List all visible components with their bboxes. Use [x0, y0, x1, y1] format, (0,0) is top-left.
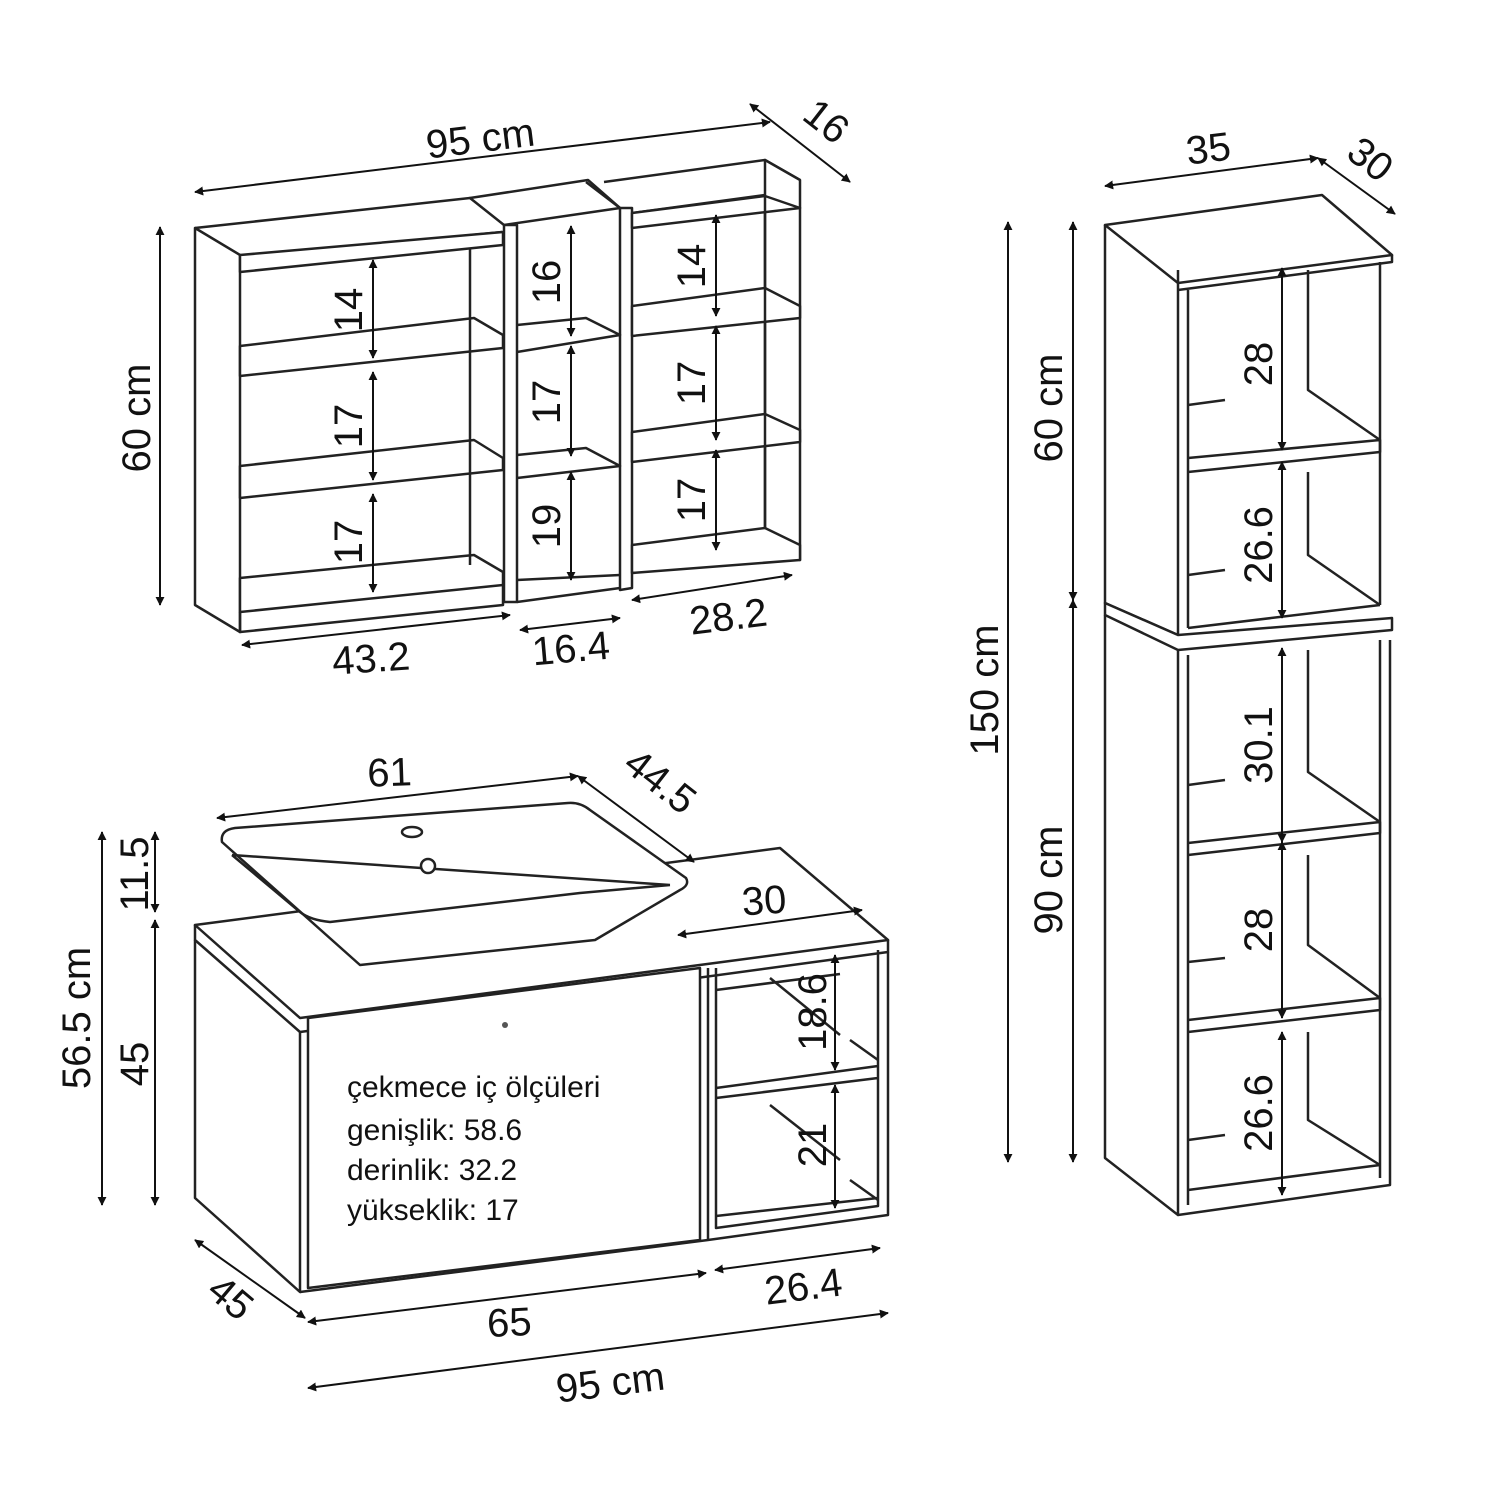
dim-vanity-total-width — [307, 1309, 889, 1392]
label-mirror-depth: 16 — [795, 91, 857, 153]
label-mirror-height: 60 cm — [115, 364, 159, 473]
label-tall-upper-2: 26.6 — [1237, 506, 1281, 584]
mirror-middle-left-panel — [502, 223, 519, 604]
mirror-labels: 95 cm 16 60 cm 14 17 17 16 17 19 14 17 1… — [115, 91, 857, 684]
drawer-knob — [502, 1022, 508, 1028]
tall-cabinet — [1103, 193, 1394, 1217]
tall-middle-plate — [1103, 601, 1394, 652]
basin-drain — [419, 857, 437, 875]
dim-mirror-width — [194, 118, 771, 196]
mirror-middle-right-panel — [585, 181, 634, 592]
mirror-middle-top — [468, 178, 622, 227]
label-mirror-middle-3: 19 — [525, 504, 569, 549]
label-side-shelf-depth: 30 — [740, 878, 787, 925]
label-mirror-right-2: 17 — [670, 361, 714, 406]
label-tall-lower-height: 90 cm — [1027, 826, 1071, 935]
vanity-side-compartment — [706, 950, 880, 1240]
mirror-right-shelf-1 — [630, 194, 802, 230]
tall-cabinet-labels: 35 30 150 cm 60 cm 90 cm 28 26.6 30.1 28… — [963, 125, 1401, 1152]
vanity-body-outline — [299, 952, 890, 1294]
label-side-shelf-2: 21 — [791, 1123, 835, 1168]
basin-tap-hole — [400, 825, 424, 839]
label-mirror-left-1: 14 — [327, 288, 371, 333]
basin-inner — [231, 853, 671, 924]
mirror-right-panel — [763, 158, 802, 562]
label-mirror-bottom-middle: 16.4 — [530, 624, 611, 675]
label-mirror-left-2: 17 — [327, 404, 371, 449]
label-mirror-right-1: 14 — [670, 244, 714, 289]
label-tall-width: 35 — [1184, 125, 1234, 174]
mirror-cabinet — [193, 158, 802, 634]
drawer-note-title: çekmece iç ölçüleri — [347, 1071, 600, 1104]
dim-mirror-bottom-middle — [519, 614, 621, 634]
tall-upper-shelves — [1187, 270, 1382, 607]
label-mirror-right-3: 17 — [670, 478, 714, 523]
label-tall-upper-height: 60 cm — [1027, 354, 1071, 463]
tall-lower-shelves — [1187, 650, 1382, 1192]
dim-tall-depth — [1317, 157, 1396, 215]
drawer-note-depth: derinlik: 32.2 — [347, 1154, 517, 1187]
label-tall-upper-1: 28 — [1237, 342, 1281, 387]
tall-cabinet-dimension-lines — [1003, 154, 1396, 1196]
mirror-dimension-lines — [155, 103, 851, 649]
label-tall-lower-2: 28 — [1237, 908, 1281, 953]
tall-upper-top-edge — [1176, 255, 1394, 292]
label-tall-lower-3: 26.6 — [1237, 1074, 1281, 1152]
tall-lower-body — [1103, 615, 1392, 1217]
label-mirror-left-3: 17 — [327, 520, 371, 565]
drawer-note-width: genişlik: 58.6 — [347, 1114, 522, 1147]
label-mirror-bottom-right: 28.2 — [687, 591, 770, 644]
mirror-left-shelf-1 — [238, 230, 505, 274]
vanity-dimension-lines — [97, 772, 889, 1392]
label-tall-lower-1: 30.1 — [1237, 706, 1281, 784]
dim-basin-depth — [577, 775, 695, 863]
label-vanity-body-height: 45 — [113, 1042, 157, 1087]
label-mirror-bottom-left: 43.2 — [331, 634, 412, 683]
label-tall-total-height: 150 cm — [963, 624, 1007, 755]
dim-mirror-depth — [749, 103, 851, 183]
vanity-side-diagonals — [769, 977, 879, 1202]
label-mirror-middle-1: 16 — [525, 260, 569, 305]
vanity-unit — [193, 801, 890, 1294]
label-drawer-width: 65 — [486, 1300, 533, 1346]
mirror-left-shelf-3 — [238, 438, 505, 500]
label-side-width: 26.4 — [762, 1261, 845, 1314]
label-tall-depth: 30 — [1339, 129, 1401, 191]
label-basin-width: 61 — [367, 750, 413, 796]
dim-basin-width — [216, 772, 579, 822]
dim-side-width — [714, 1244, 881, 1274]
drawer-inner-dimensions-note: çekmece iç ölçüleri genişlik: 58.6 derin… — [347, 1071, 600, 1227]
label-basin-depth: 44.5 — [616, 740, 704, 823]
vanity-drawer-front — [306, 966, 702, 1290]
label-side-shelf-1: 18.6 — [791, 973, 835, 1051]
drawer-note-height: yükseklik: 17 — [347, 1194, 519, 1227]
label-basin-height: 11.5 — [113, 837, 157, 912]
mirror-left-shelf-4 — [238, 553, 505, 614]
dim-mirror-bottom-right — [631, 571, 793, 604]
mirror-middle-shelves — [516, 316, 622, 604]
mirror-left-shelf-2 — [238, 316, 505, 378]
dim-side-shelf-depth — [677, 906, 863, 939]
label-vanity-depth: 45 — [199, 1267, 261, 1329]
dim-vanity-depth — [194, 1239, 306, 1319]
label-vanity-total-height: 56.5 cm — [55, 947, 99, 1089]
tall-upper-top — [1103, 193, 1394, 285]
label-vanity-total-width: 95 cm — [554, 1355, 667, 1412]
dim-mirror-bottom-left — [241, 611, 511, 649]
dim-tall-width — [1104, 154, 1319, 190]
label-mirror-width: 95 cm — [424, 111, 537, 168]
mirror-left-panel — [193, 226, 242, 634]
label-mirror-middle-2: 17 — [525, 380, 569, 425]
